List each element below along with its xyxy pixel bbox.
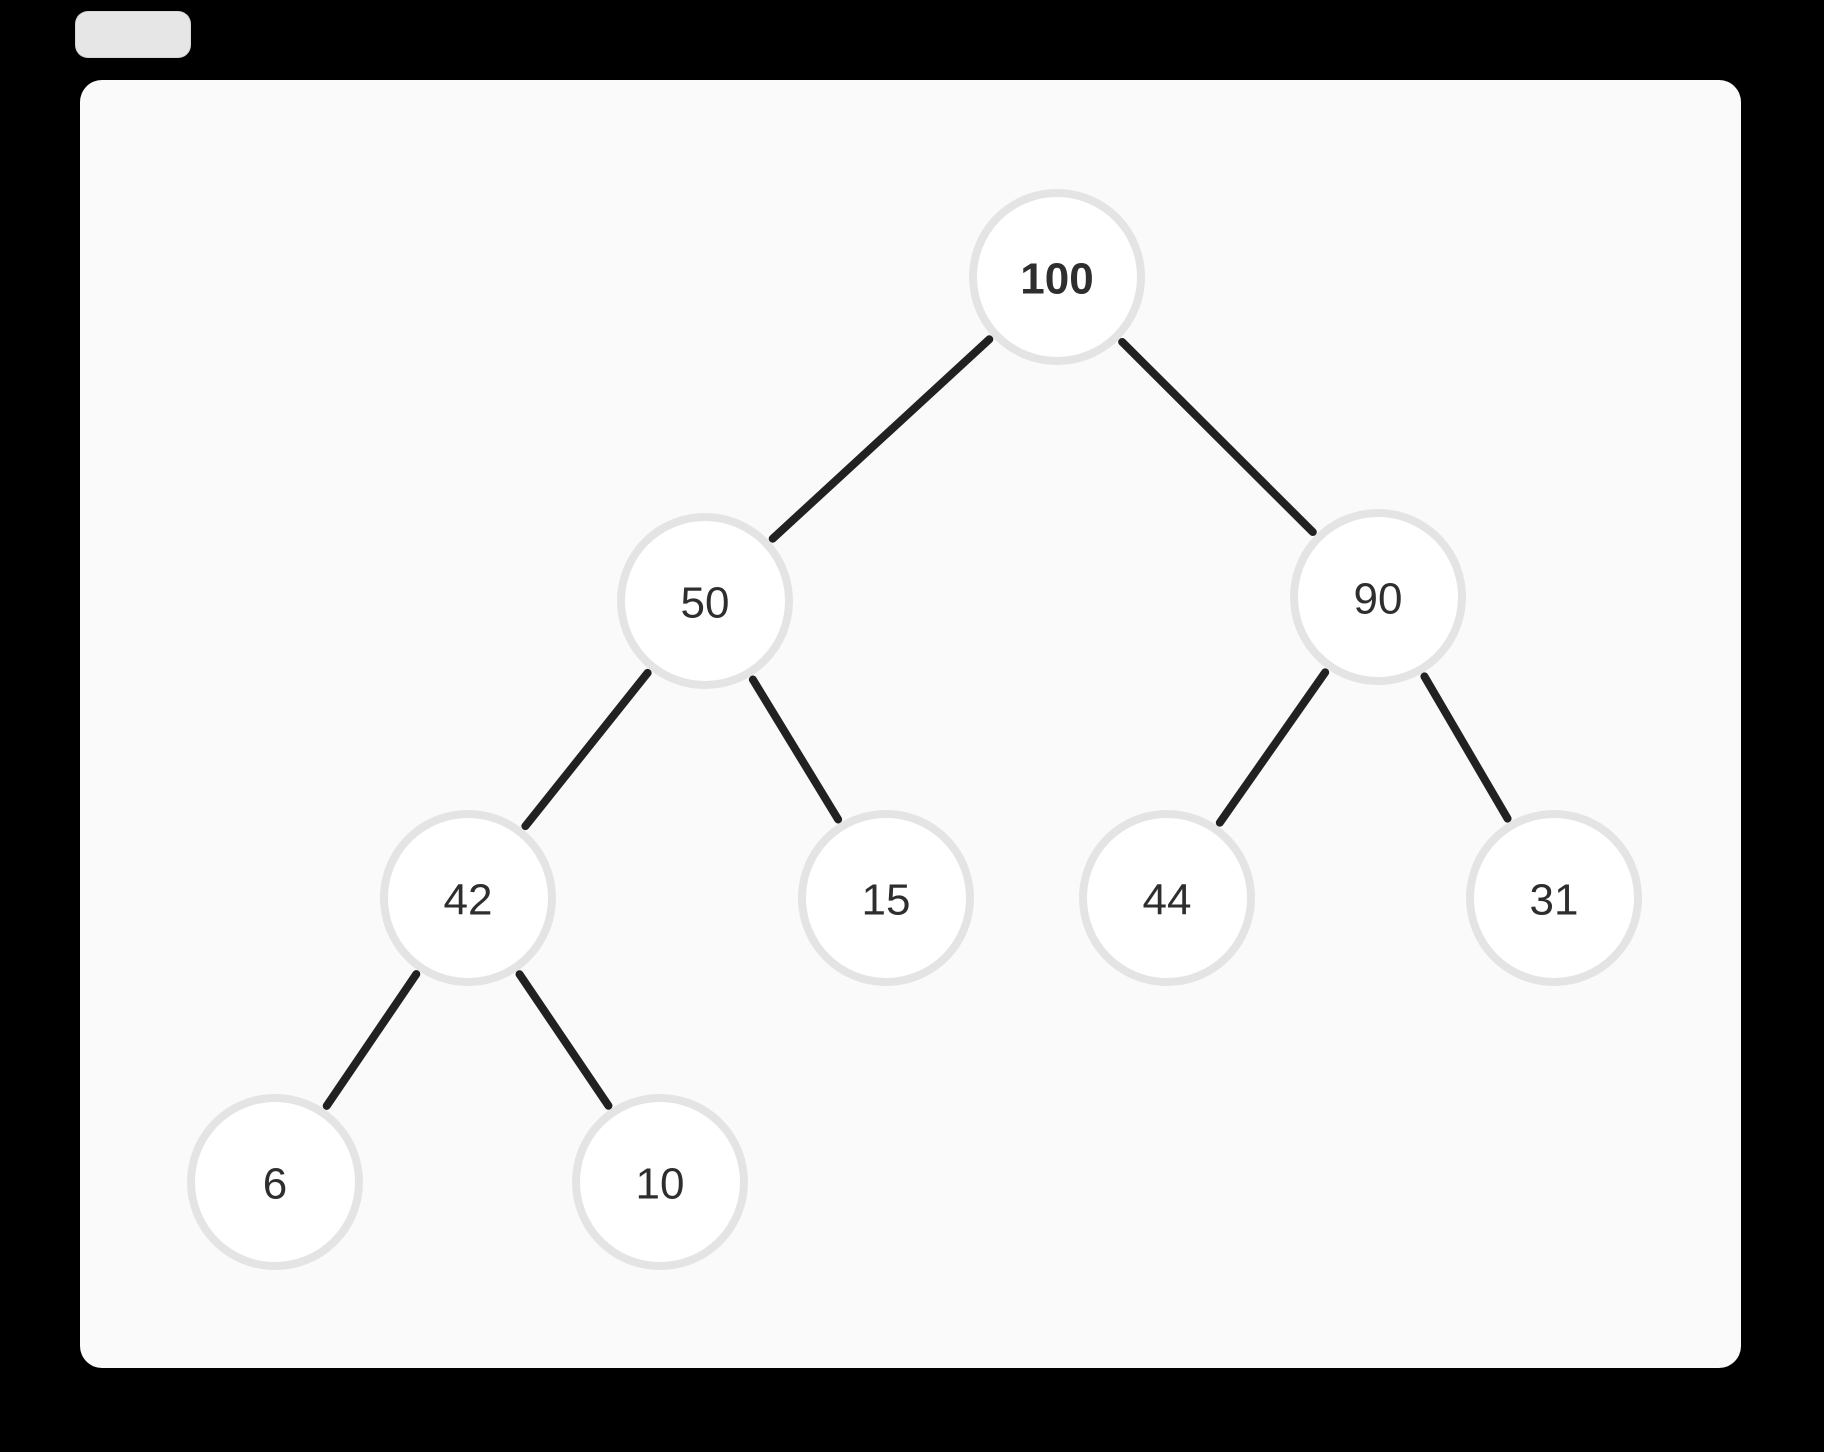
top-tab-label bbox=[76, 12, 190, 57]
top-tab-chip[interactable] bbox=[76, 12, 190, 57]
tree-node-circle[interactable] bbox=[380, 810, 556, 986]
tree-node-label: 10 bbox=[636, 1160, 685, 1209]
tree-node-circle[interactable] bbox=[1466, 810, 1642, 986]
tree-edge bbox=[515, 970, 613, 1110]
tree-edge bbox=[1420, 672, 1512, 823]
tree-node-label: 31 bbox=[1530, 876, 1579, 925]
tree-edge bbox=[748, 675, 843, 824]
tree-card-panel: 100 50 90 42 15 44 31 6 10 bbox=[80, 80, 1741, 1368]
tree-edge-layer bbox=[322, 335, 1512, 1110]
tree-node-label: 6 bbox=[263, 1160, 287, 1209]
tree-node-circle[interactable] bbox=[1290, 509, 1466, 685]
tree-node[interactable]: 50 bbox=[617, 513, 793, 689]
tree-node[interactable]: 6 bbox=[187, 1094, 363, 1270]
tree-edge bbox=[768, 335, 994, 543]
tree-node[interactable]: 15 bbox=[798, 810, 974, 986]
tree-edge bbox=[322, 970, 421, 1110]
tree-node-circle[interactable] bbox=[572, 1094, 748, 1270]
tree-node-label: 42 bbox=[444, 876, 493, 925]
tree-node-circle[interactable] bbox=[1079, 810, 1255, 986]
tree-node-label: 15 bbox=[862, 876, 911, 925]
tree-node[interactable]: 44 bbox=[1079, 810, 1255, 986]
tree-node-layer: 100 50 90 42 15 44 31 6 10 bbox=[187, 189, 1642, 1270]
tree-node[interactable]: 42 bbox=[380, 810, 556, 986]
tree-node-label: 100 bbox=[1020, 255, 1093, 304]
tree-node[interactable]: 90 bbox=[1290, 509, 1466, 685]
tree-node-circle[interactable] bbox=[798, 810, 974, 986]
tree-edge bbox=[1215, 668, 1330, 827]
tree-edge bbox=[521, 668, 652, 831]
tree-node-circle[interactable] bbox=[969, 189, 1145, 365]
tree-node-label: 50 bbox=[681, 579, 730, 628]
tree-node[interactable]: 10 bbox=[572, 1094, 748, 1270]
tree-node-circle[interactable] bbox=[617, 513, 793, 689]
tree-node[interactable]: 31 bbox=[1466, 810, 1642, 986]
tree-node-circle[interactable] bbox=[187, 1094, 363, 1270]
tree-edge bbox=[1118, 337, 1317, 537]
tree-node[interactable]: 100 bbox=[969, 189, 1145, 365]
tree-node-label: 90 bbox=[1354, 575, 1403, 624]
tree-node-label: 44 bbox=[1143, 876, 1192, 925]
binary-tree-canvas: 100 50 90 42 15 44 31 6 10 bbox=[80, 80, 1741, 1368]
